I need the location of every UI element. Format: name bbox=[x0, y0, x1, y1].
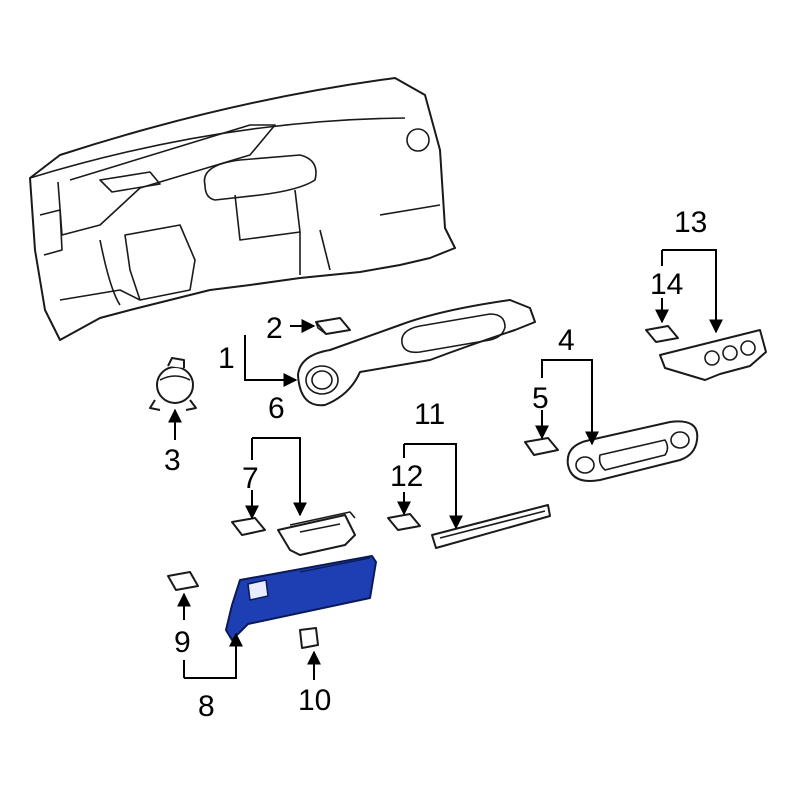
callout-8: 8 bbox=[198, 690, 215, 723]
callout-4: 4 bbox=[558, 324, 575, 357]
callout-labels: 1 2 3 4 5 6 7 8 9 10 11 12 13 14 bbox=[164, 206, 707, 723]
part-2-clip bbox=[315, 317, 351, 335]
callout-1: 1 bbox=[218, 342, 235, 375]
callout-9: 9 bbox=[174, 626, 191, 659]
callout-2: 2 bbox=[266, 312, 283, 345]
instrument-panel bbox=[29, 77, 456, 341]
part-11-trim-strip bbox=[431, 504, 551, 549]
part-10-clip bbox=[299, 627, 319, 649]
part-6-panel bbox=[277, 511, 356, 556]
leader-lines bbox=[168, 249, 723, 680]
callout-3: 3 bbox=[164, 444, 181, 477]
callout-14: 14 bbox=[650, 268, 683, 301]
part-9-clip bbox=[167, 571, 199, 591]
callout-5: 5 bbox=[532, 382, 549, 415]
part-8-lower-panel bbox=[225, 555, 377, 641]
part-7-clip bbox=[231, 517, 266, 536]
callout-11: 11 bbox=[414, 398, 445, 431]
callout-7: 7 bbox=[242, 462, 259, 495]
callout-12: 12 bbox=[390, 460, 423, 493]
part-4-center-bezel bbox=[566, 420, 699, 482]
callout-13: 13 bbox=[674, 206, 707, 239]
callout-10: 10 bbox=[298, 684, 331, 717]
part-12-clip bbox=[387, 513, 421, 531]
part-1-cluster-bezel bbox=[297, 299, 536, 407]
part-13-switch-panel bbox=[659, 329, 767, 381]
part-5-clip bbox=[524, 437, 559, 456]
part-3-switch bbox=[149, 357, 197, 411]
callout-6: 6 bbox=[268, 392, 285, 425]
part-14-clip bbox=[645, 325, 679, 343]
